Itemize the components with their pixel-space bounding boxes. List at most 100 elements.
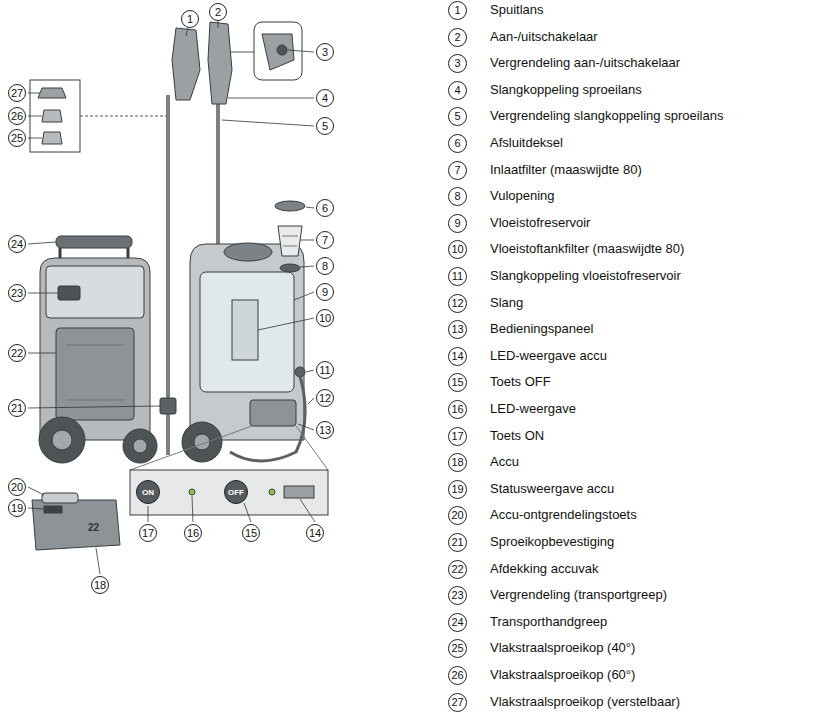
leader-line: [192, 496, 193, 522]
leader-line: [308, 398, 314, 404]
list-number: 23: [448, 586, 467, 605]
list-number: 6: [448, 134, 467, 153]
hose-coupling: [295, 367, 305, 377]
part-name: Accu-ontgrendelingstoets: [490, 507, 637, 523]
list-number: 5: [448, 107, 467, 126]
nozzle: [42, 132, 62, 144]
panel-button: OFF: [224, 480, 248, 504]
leader-line: [28, 116, 42, 117]
part-name: Slangkoppeling sproeilans: [490, 82, 642, 98]
part-name: Statusweergave accu: [490, 481, 614, 497]
mesh: [283, 246, 297, 247]
part-name: Vlakstraalsproeikop (verstelbaar): [490, 694, 680, 710]
part-name: Vloeistoftankfilter (maaswijdte 80): [490, 241, 684, 257]
part-name: Vergrendeling aan-/uitschakelaar: [490, 55, 680, 71]
leader-line: [28, 353, 56, 354]
callout-number: 18: [91, 576, 109, 594]
callout-number: 23: [8, 284, 26, 302]
leader-line: [28, 508, 44, 509]
led: [189, 489, 195, 495]
wheel-hub: [133, 439, 147, 453]
part-name: LED-weergave: [490, 401, 576, 417]
battery-led: [284, 486, 314, 498]
part-name: Transporthandgreep: [490, 614, 607, 630]
part-name: Spuitlans: [490, 2, 543, 18]
leader-line: [244, 503, 251, 522]
fill-opening: [280, 264, 300, 272]
wheel: [182, 422, 222, 462]
leader-line: [288, 50, 314, 52]
callout-number: 9: [316, 283, 334, 301]
list-number: 24: [448, 613, 467, 632]
part-name: Vlakstraalsproeikop (40°): [490, 640, 635, 656]
control-area: [250, 400, 296, 426]
callout-number: 15: [242, 524, 260, 542]
callout-number: 4: [316, 89, 334, 107]
list-number: 19: [448, 480, 467, 499]
list-number: 4: [448, 81, 467, 100]
release-button: [42, 493, 78, 503]
callout-number: 8: [316, 257, 334, 275]
leader-line: [186, 28, 188, 36]
part-name: Aan-/uitschakelaar: [490, 29, 598, 45]
detail: [66, 400, 124, 401]
leader-line: [306, 370, 314, 372]
part-name: Vergrendeling (transportgreep): [490, 587, 667, 603]
lid-part: [275, 201, 305, 211]
control-panel: [130, 426, 328, 515]
leader-line: [28, 293, 58, 294]
part-name: Accu: [490, 454, 519, 470]
wheel: [123, 429, 157, 463]
nozzle: [38, 88, 66, 98]
leader-lines: [28, 21, 315, 574]
list-number: 12: [448, 294, 467, 313]
housing: [40, 258, 150, 440]
sprayer-rear-view: [30, 28, 200, 463]
leader-line: [96, 548, 100, 574]
part-name: Vloeistofreservoir: [490, 215, 590, 231]
leader-line: [300, 266, 314, 267]
part-name: LED-weergave accu: [490, 348, 607, 364]
callout-number: 21: [8, 399, 26, 417]
battery-marking: 22: [88, 522, 99, 533]
leader-line: [148, 506, 149, 522]
part-name: Toets ON: [490, 428, 544, 444]
callout-number: 22: [8, 344, 26, 362]
lid: [224, 243, 272, 261]
button-label: ON: [142, 488, 154, 497]
wheel-hub: [52, 430, 72, 450]
list-number: 25: [448, 639, 467, 658]
part-name: Afsluitdeksel: [490, 135, 563, 151]
list-number: 8: [448, 187, 467, 206]
leader-line: [298, 424, 314, 430]
nozzle-holder: [160, 398, 176, 414]
callout-number: 10: [316, 309, 334, 327]
part-name: Toets OFF: [490, 374, 551, 390]
part-name: Vlakstraalsproeikop (60°): [490, 667, 635, 683]
trigger: [262, 34, 294, 70]
callout-number: 6: [316, 199, 334, 217]
leader-line: [306, 207, 314, 208]
battery-body: [32, 500, 120, 550]
panel-button: ON: [136, 480, 160, 504]
spray-gun: [208, 22, 232, 104]
list-number: 26: [448, 666, 467, 685]
part-name: Inlaatfilter (maaswijdte 80): [490, 162, 642, 178]
list-number: 20: [448, 506, 467, 525]
leader-line: [28, 93, 40, 94]
inset-leader: [230, 52, 254, 53]
mesh: [282, 236, 298, 237]
callout-number: 19: [8, 499, 26, 517]
leader-line: [28, 406, 160, 408]
tank-filter: [232, 300, 258, 360]
wheel: [39, 417, 85, 463]
callout-number: 1: [181, 10, 199, 28]
list-number: 10: [448, 240, 467, 259]
leader-line: [294, 292, 314, 300]
hose: [230, 376, 305, 461]
list-number: 16: [448, 400, 467, 419]
callout-number: 11: [316, 361, 334, 379]
callout-number: 27: [8, 84, 26, 102]
